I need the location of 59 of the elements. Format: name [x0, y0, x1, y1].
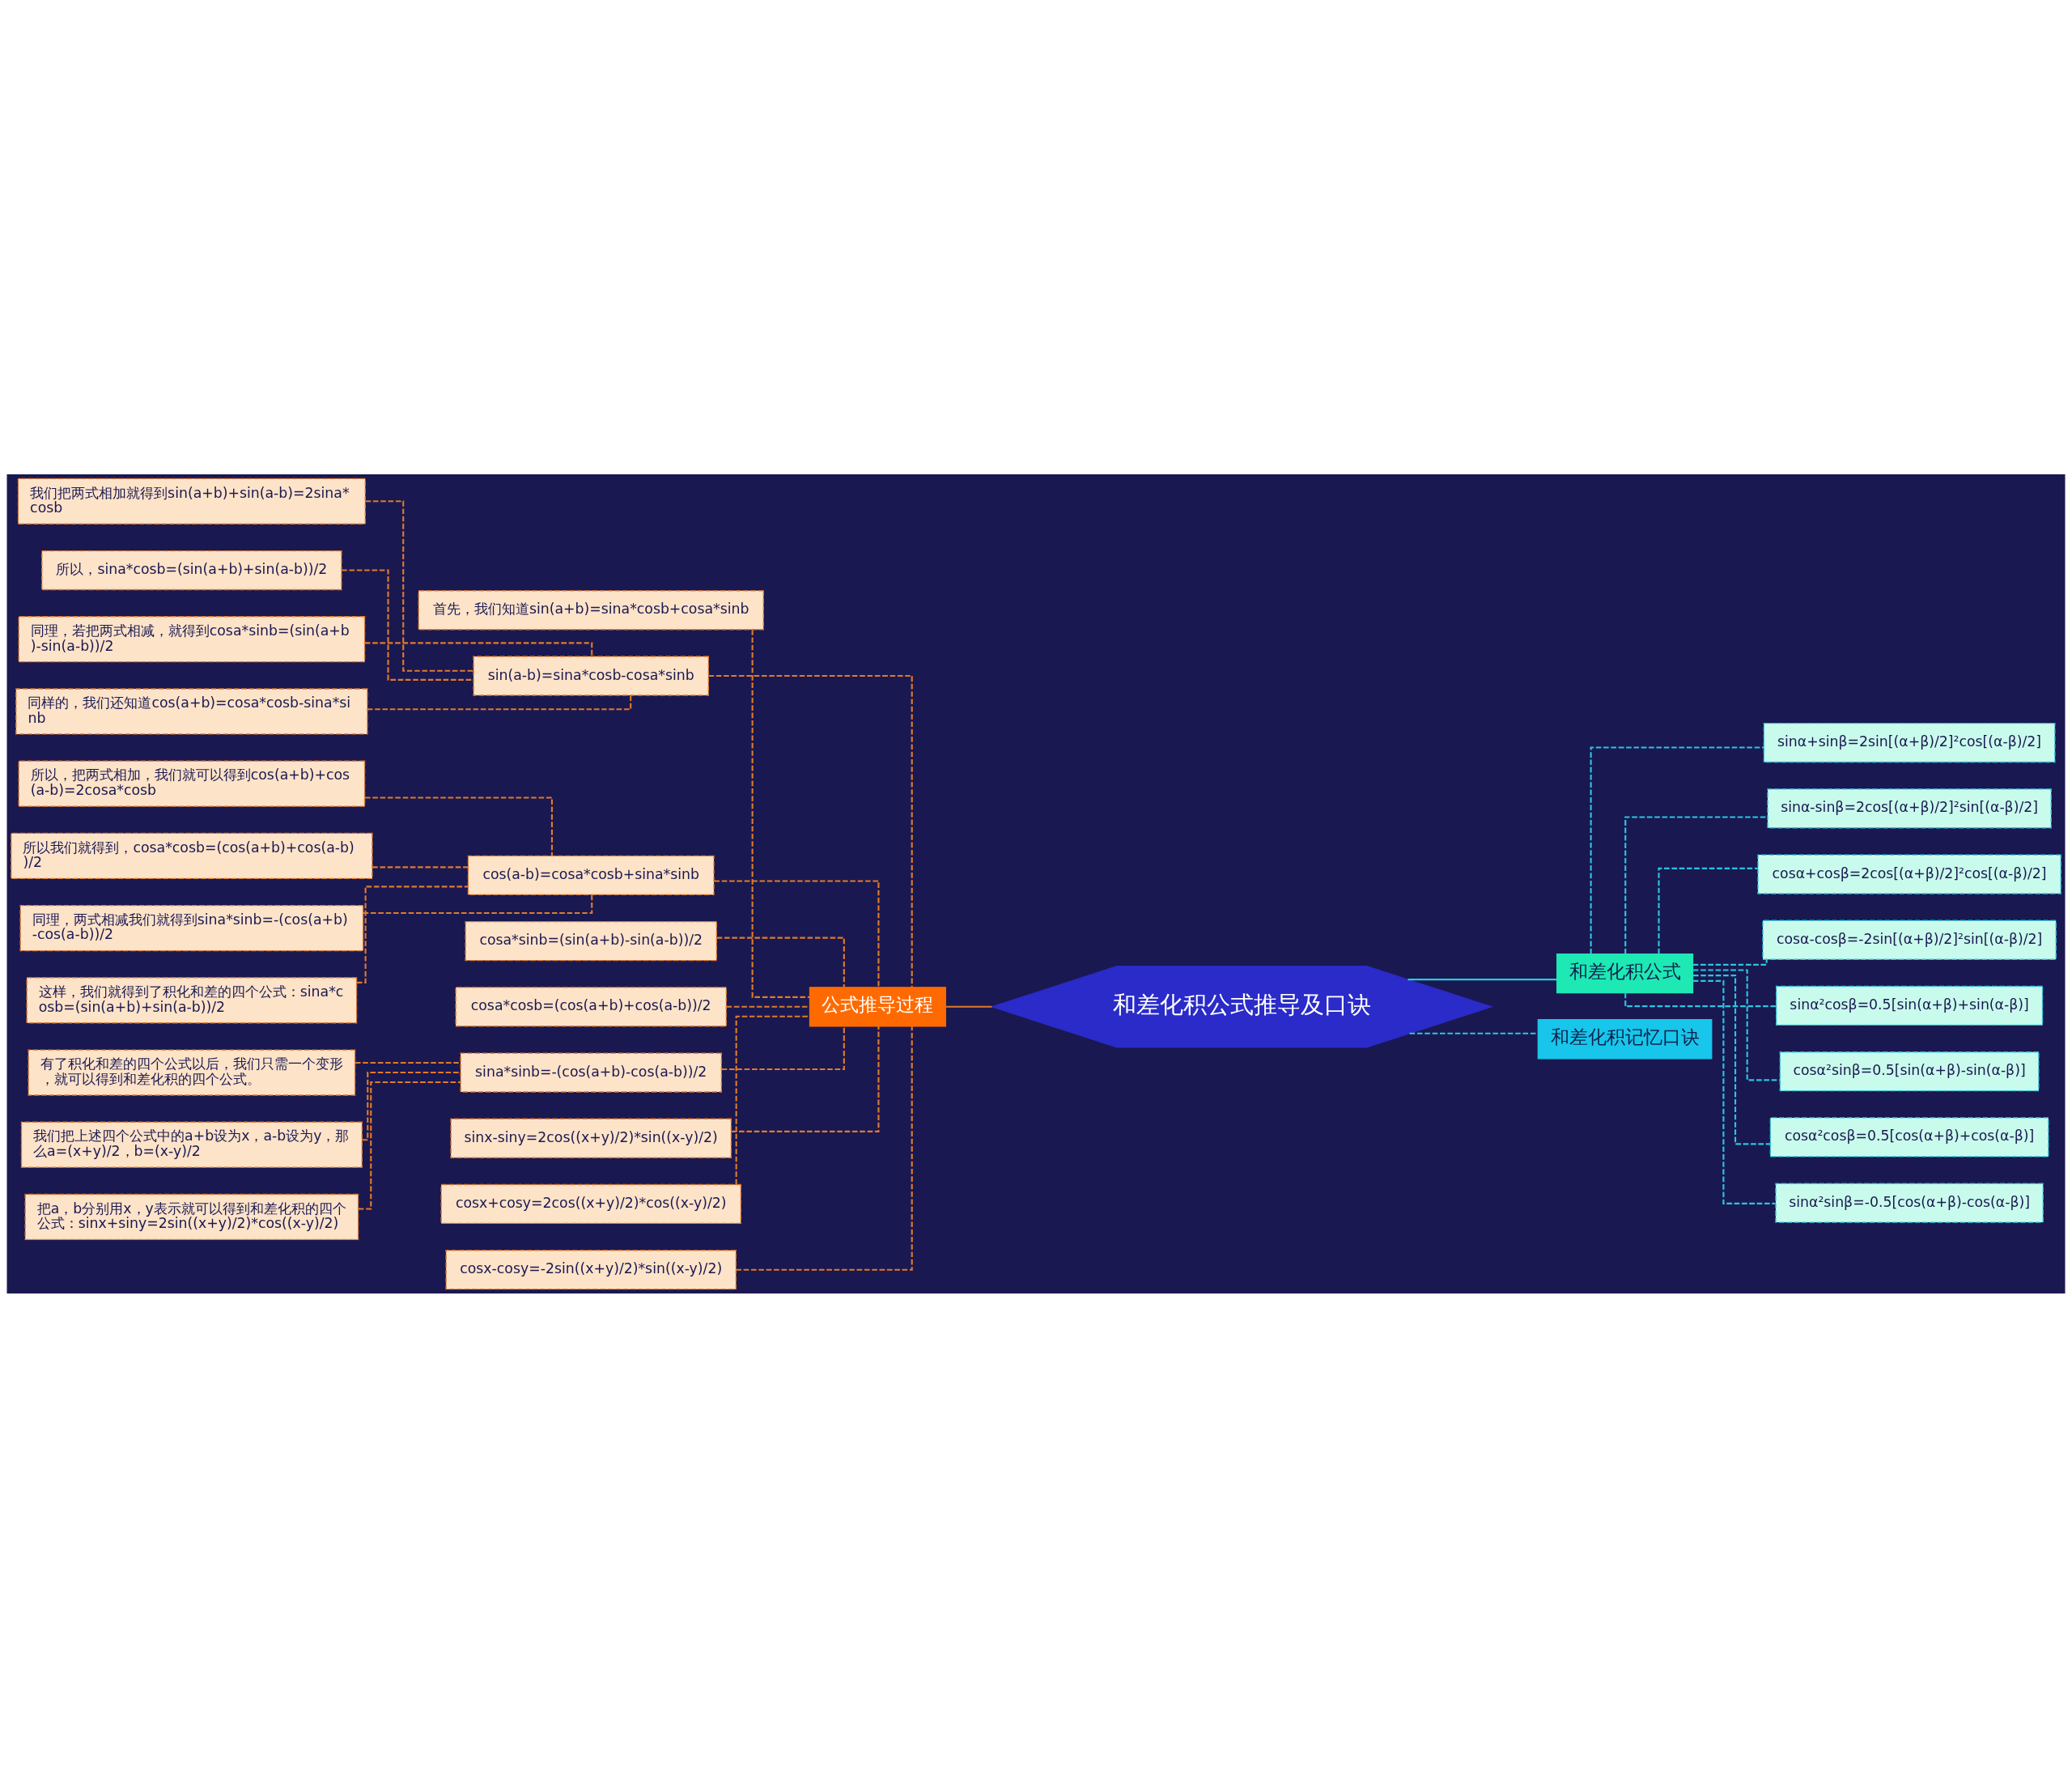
node-box: sina*sinb=-(cos(a+b)-cos(a-b))/2 [460, 1051, 722, 1093]
node-box: 把a，b分别用x，y表示就可以得到和差化积的四个公式：sinx+siny=2sin((x+y)/2)*cos((x-y)/2) [24, 1193, 359, 1240]
connector [356, 885, 469, 983]
node-box: 我们把上述四个公式中的a+b设为x，a-b设为y，那么a=(x+y)/2，b=(x-y)/2 [20, 1121, 363, 1168]
connector [1692, 968, 1781, 1081]
connector [1624, 992, 1777, 1007]
node-box: sinα²cosβ=0.5[sin(α+β)+sin(α-β)] [1775, 985, 2044, 1026]
node-box: sinα-sinβ=2cos[(α+β)/2]²sin[(α-β)/2] [1767, 788, 2052, 828]
connector [362, 1071, 461, 1140]
node-box: cosα²cosβ=0.5[cos(α+β)+cos(α-β)] [1769, 1116, 2049, 1157]
connector [751, 629, 810, 998]
node-box: 有了积化和差的四个公式以后，我们只需一个变形，就可以得到和差化积的四个公式。 [28, 1048, 356, 1096]
connector [708, 674, 913, 987]
connector [731, 1026, 880, 1132]
connector [1692, 979, 1776, 1204]
connector [364, 641, 593, 656]
node-box: sin(a-b)=sina*cosb-cosa*sinb [473, 655, 709, 696]
node-box: sinα+sinβ=2sin[(α+β)/2]²cos[(α-β)/2] [1763, 722, 2056, 762]
node-box: sinx-siny=2cos((x+y)/2)*sin((x-y)/2) [450, 1118, 732, 1158]
connector [342, 568, 473, 681]
connector [716, 937, 845, 988]
connector [365, 499, 473, 672]
node-box: 同样的，我们还知道cos(a+b)=cosa*cosb-sina*sinb [15, 687, 368, 735]
node-box: 和差化积公式 [1556, 953, 1694, 993]
node-box: cosa*cosb=(cos(a+b)+cos(a-b))/2 [455, 986, 727, 1026]
connector [736, 1026, 913, 1271]
connector [364, 796, 554, 856]
connector [1658, 867, 1758, 954]
node-box: cosx-cosy=-2sin((x+y)/2)*sin((x-y)/2) [445, 1249, 737, 1289]
connector [1624, 815, 1768, 954]
node-box: 所以我们就得到，cosa*cosb=(cos(a+b)+cos(a-b))/2 [11, 832, 373, 879]
node-box: cos(a-b)=cosa*cosb+sina*sinb [467, 855, 715, 895]
node-box: cosα-cosβ=-2sin[(α+β)/2]²sin[(α-β)/2] [1762, 920, 2057, 960]
node-box: 我们把两式相加就得到sin(a+b)+sin(a-b)=2sina*cosb [17, 478, 366, 525]
connector [714, 879, 880, 988]
connector [1590, 746, 1764, 954]
connector [367, 694, 632, 710]
node-box: 和差化积记忆口诀 [1537, 1018, 1713, 1059]
connector [358, 1081, 461, 1210]
connector [1408, 978, 1557, 980]
node-box: cosα²sinβ=0.5[sin(α+β)-sin(α-β)] [1779, 1051, 2040, 1091]
node-box: 这样，我们就得到了积化和差的四个公式：sina*cosb=(sin(a+b)+sin(a-b))/2 [26, 976, 358, 1023]
node-box: 首先，我们知道sin(a+b)=sina*cosb+cosa*sinb [418, 589, 764, 630]
connector [721, 1026, 845, 1070]
node-box: 所以，sina*cosb=(sin(a+b)+sin(a-b))/2 [41, 550, 342, 590]
connector [945, 1005, 992, 1008]
connector [1692, 974, 1771, 1145]
connector [735, 1015, 810, 1184]
connector [1692, 958, 1768, 966]
node-box: 同理，若把两式相减，就得到cosa*sinb=(sin(a+b)-sin(a-b))/2 [18, 615, 366, 662]
node-box: cosα+cosβ=2cos[(α+β)/2]²cos[(α-β)/2] [1757, 853, 2061, 894]
node-box: 所以，把两式相加，我们就可以得到cos(a+b)+cos(a-b)=2cosa*cosb [18, 760, 366, 807]
node-box: sinα²sinβ=-0.5[cos(α+β)-cos(α-β)] [1775, 1183, 2044, 1223]
connector [372, 865, 469, 868]
node-box: 同理，两式相减我们就得到sina*sinb=-(cos(a+b)-cos(a-b))/2 [19, 904, 364, 951]
node-box: 公式推导过程 [809, 986, 946, 1026]
node-box: cosx+cosy=2cos((x+y)/2)*cos((x-y)/2) [440, 1183, 741, 1224]
connector [355, 1061, 461, 1064]
node-box: cosa*sinb=(sin(a+b)-sin(a-b))/2 [465, 920, 717, 961]
